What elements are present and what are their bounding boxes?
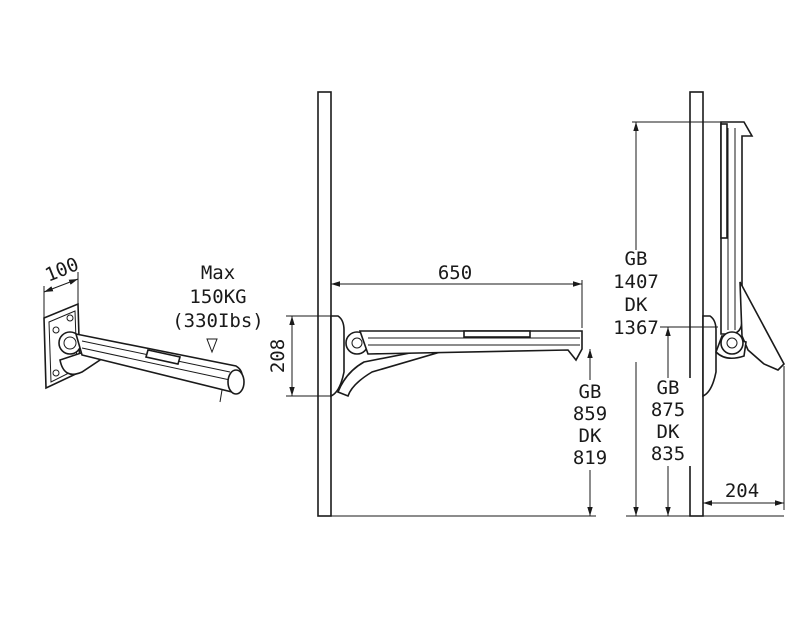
floor-top-dk-label: DK xyxy=(625,294,648,316)
floor-seat-dk-value: 819 xyxy=(573,447,607,469)
wall-bracket-right xyxy=(702,315,717,398)
floor-pivot-dk-label: DK xyxy=(657,421,680,443)
floor-top-dk-value: 1367 xyxy=(613,317,659,339)
floor-seat-dk-label: DK xyxy=(579,425,602,447)
max-load-kg: 150KG xyxy=(189,286,246,308)
hinge-joint-right xyxy=(720,331,744,355)
floor-pivot-gb-label: GB xyxy=(657,377,680,399)
floor-seat-gb-value: 859 xyxy=(573,403,607,425)
floor-seat-gb-label: GB xyxy=(579,381,602,403)
floor-pivot-dk-value: 835 xyxy=(651,443,685,465)
floor-top-gb-value: 1407 xyxy=(613,271,659,293)
floor-top-gb-label: GB xyxy=(625,248,648,270)
side-view-down: 650 208 GB 859 DK 819 xyxy=(267,91,610,517)
depth-100-label: 100 xyxy=(42,253,82,286)
side-view-up: GB 1407 DK 1367 GB 875 DK 835 204 xyxy=(612,91,785,517)
width-204-label: 204 xyxy=(725,480,759,502)
isometric-view: 100 Max 150KG (330Ibs) xyxy=(42,253,264,403)
wall-bracket-middle xyxy=(330,315,345,398)
wall-right xyxy=(689,91,704,517)
max-load-lbs: (330Ibs) xyxy=(172,310,264,332)
floor-pivot-gb-value: 875 xyxy=(651,399,685,421)
grab-bar-arm xyxy=(74,332,244,393)
load-point-triangle-icon xyxy=(206,338,218,354)
length-650-label: 650 xyxy=(438,262,472,284)
height-208-label: 208 xyxy=(267,339,289,373)
wall-middle xyxy=(317,91,332,517)
max-load-title: Max xyxy=(201,262,235,284)
